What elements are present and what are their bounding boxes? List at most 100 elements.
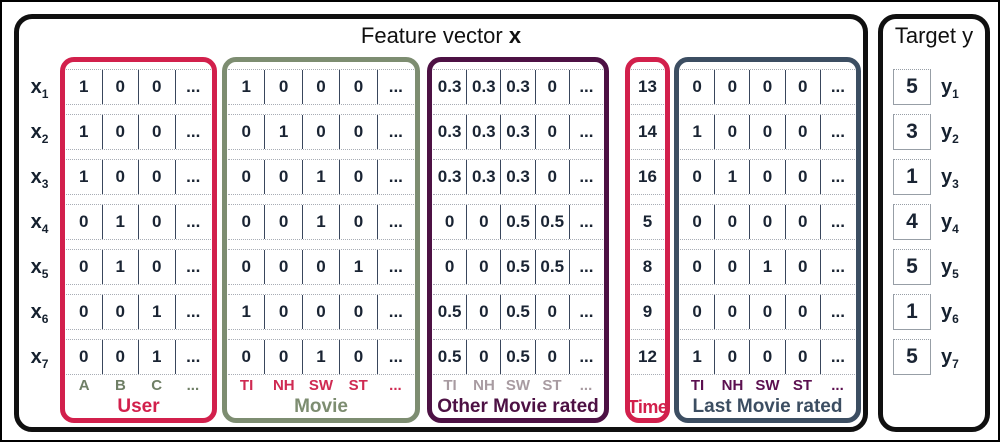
- matrix-cell: 1: [241, 302, 251, 321]
- matrix-cell: 0: [264, 250, 301, 284]
- segment-time: 9: [631, 294, 664, 330]
- matrix-cell: ...: [819, 295, 855, 329]
- group-name-last-movie-rated: Last Movie rated: [692, 396, 843, 417]
- matrix-cell: 0: [79, 212, 89, 231]
- segment-time: 8: [631, 249, 664, 285]
- matrix-cell: 0: [534, 115, 569, 149]
- target-value-box: 1: [893, 294, 931, 330]
- matrix-cell: ...: [174, 205, 212, 239]
- matrix-cell: 0: [466, 205, 500, 239]
- matrix-cell: ...: [568, 205, 603, 239]
- matrix-cell: 1: [301, 340, 339, 374]
- group-letter: TI: [690, 377, 705, 394]
- matrix-cell: 0: [534, 160, 569, 194]
- matrix-cell: 1: [79, 167, 89, 186]
- matrix-cell: 0: [714, 205, 749, 239]
- matrix-cell: 0.3: [437, 122, 462, 141]
- feature-vector-title-x: x: [508, 23, 522, 48]
- matrix-cell: 1: [138, 295, 175, 329]
- matrix-cell: 0: [692, 257, 702, 276]
- matrix-cell: 0: [339, 70, 376, 104]
- row-label: x3: [30, 166, 49, 191]
- matrix-cell: 0: [241, 347, 251, 366]
- matrix-cell: ...: [568, 115, 603, 149]
- matrix-cell: 0: [784, 340, 820, 374]
- matrix-cell: 1: [101, 205, 139, 239]
- matrix-cell: 0.5: [437, 347, 462, 366]
- matrix-cell: 0: [784, 70, 820, 104]
- target-label: y6: [941, 301, 959, 326]
- matrix-cell: ...: [376, 70, 414, 104]
- matrix-cell: 0: [714, 70, 749, 104]
- matrix-cell: 16: [638, 167, 657, 186]
- matrix-cell: 0: [749, 340, 784, 374]
- group-name-time: Time: [627, 397, 668, 417]
- matrix-cell: 0.5: [500, 250, 534, 284]
- matrix-cell: 0: [79, 347, 89, 366]
- matrix-cell: 0: [264, 205, 301, 239]
- matrix-cell: ...: [819, 250, 855, 284]
- segment-time: 16: [631, 159, 664, 195]
- matrix-cell: 0.3: [466, 115, 500, 149]
- matrix-cell: 1: [692, 347, 702, 366]
- matrix-cell: 0: [784, 115, 820, 149]
- group-letter: ST: [348, 377, 368, 394]
- matrix-cell: ...: [174, 70, 212, 104]
- matrix-cell: 0.3: [466, 160, 500, 194]
- matrix-cell: 0: [714, 295, 749, 329]
- matrix-cell: 1: [339, 250, 376, 284]
- matrix-cell: 0: [466, 340, 500, 374]
- group-letter: TI: [239, 377, 254, 394]
- matrix-cell: 1: [101, 250, 139, 284]
- matrix-cell: 0: [101, 115, 139, 149]
- matrix-cell: 0: [101, 295, 139, 329]
- target-label: y4: [941, 211, 959, 236]
- group-letter: ...: [579, 377, 593, 394]
- matrix-cell: 0: [339, 160, 376, 194]
- target-title: Target y: [894, 23, 974, 48]
- matrix-cell: 0: [692, 77, 702, 96]
- target-label: y3: [941, 166, 959, 191]
- target-value-box: 5: [893, 339, 931, 375]
- matrix-cell: 0.5: [500, 340, 534, 374]
- matrix-cell: ...: [376, 205, 414, 239]
- matrix-cell: 0: [138, 250, 175, 284]
- matrix-cell: ...: [819, 70, 855, 104]
- matrix-cell: 0: [534, 340, 569, 374]
- matrix-cell: ...: [376, 115, 414, 149]
- group-letter: NH: [272, 377, 295, 394]
- matrix-cell: ...: [174, 160, 212, 194]
- matrix-cell: 0: [749, 115, 784, 149]
- matrix-cell: 0: [264, 160, 301, 194]
- matrix-cell: ...: [819, 340, 855, 374]
- matrix-cell: 0: [749, 70, 784, 104]
- matrix-cell: ...: [174, 250, 212, 284]
- matrix-cell: ...: [174, 115, 212, 149]
- group-letter: ST: [542, 377, 562, 394]
- row-label: x6: [30, 301, 49, 326]
- matrix-cell: 0: [301, 250, 339, 284]
- matrix-cell: ...: [568, 160, 603, 194]
